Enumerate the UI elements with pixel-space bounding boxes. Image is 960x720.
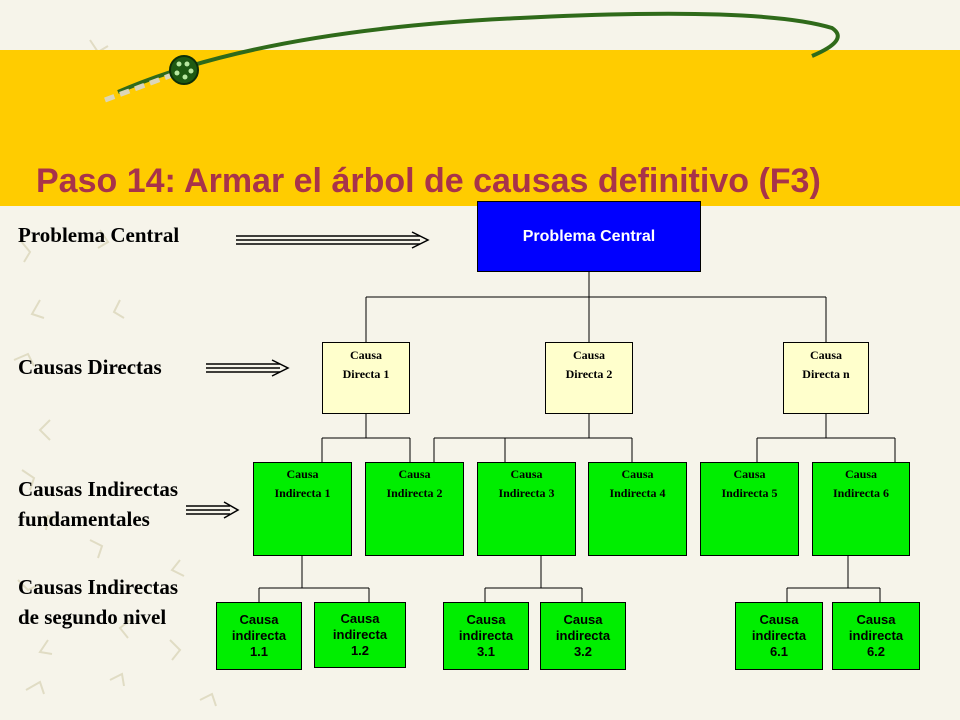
arrow-icon-directas [206, 359, 290, 377]
ring-ornament-icon [169, 55, 199, 85]
label-causas-indirectas-fundamentales: Causas Indirectas fundamentales [18, 477, 179, 531]
arrow-icon-central [236, 231, 430, 249]
slide-title: Paso 14: Armar el árbol de causas defini… [36, 162, 821, 200]
arrow-icon-fundamentales [186, 501, 240, 519]
decorative-arc [104, 11, 840, 103]
label-causas-directas: Causas Directas [18, 355, 162, 379]
node-problema-central: Problema Central [477, 201, 701, 272]
label-problema-central: Problema Central [18, 223, 180, 247]
label-causas-indirectas-segundo-nivel: Causas Indirectas de segundo nivel [18, 575, 179, 629]
